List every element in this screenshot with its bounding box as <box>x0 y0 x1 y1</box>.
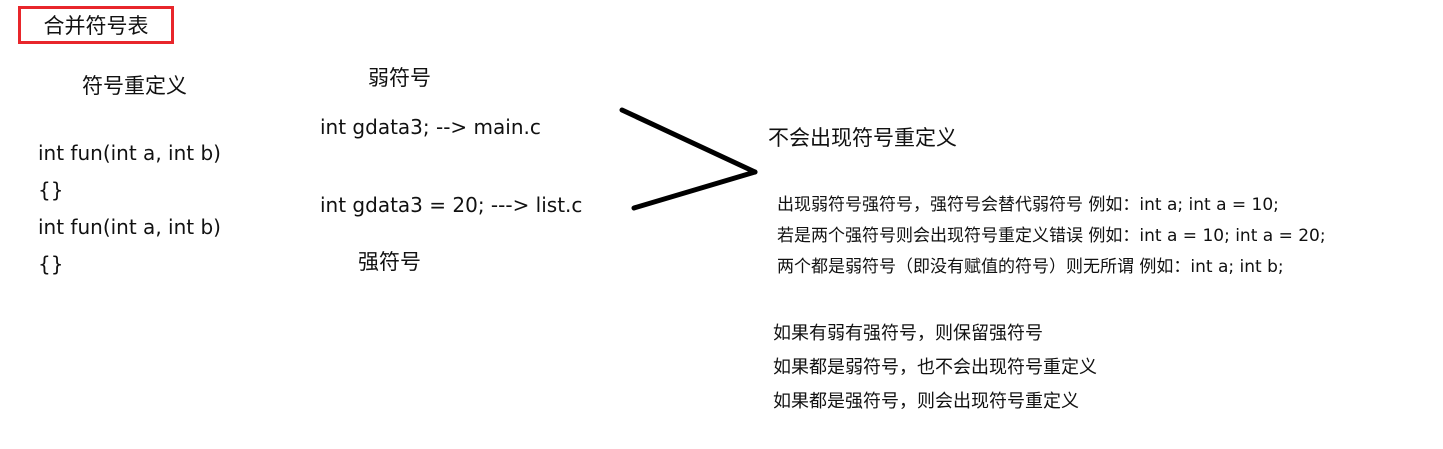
redefinition-code-block: int fun(int a, int b) {} int fun(int a, … <box>38 135 221 283</box>
merge-arrow-lower-line <box>631 169 758 211</box>
note-line: 若是两个强符号则会出现符号重定义错误 例如：int a = 10; int a … <box>777 226 1326 246</box>
title-text: 合并符号表 <box>43 14 149 38</box>
code-line: int fun(int a, int b) <box>38 141 221 165</box>
rule-line: 如果都是弱符号，也不会出现符号重定义 <box>773 357 1097 378</box>
code-line: {} <box>38 178 64 202</box>
code-line: {} <box>38 252 64 276</box>
strong-symbol-label: 强符号 <box>358 250 421 274</box>
title-box: 合并符号表 <box>18 6 174 44</box>
merge-arrow-upper-line <box>619 107 758 175</box>
rule-line: 如果都是强符号，则会出现符号重定义 <box>773 391 1079 412</box>
rules-block: 如果有弱有强符号，则保留强符号 如果都是弱符号，也不会出现符号重定义 如果都是强… <box>773 317 1097 419</box>
left-heading: 符号重定义 <box>82 74 187 98</box>
notes-block: 出现弱符号强符号，强符号会替代弱符号 例如：int a; int a = 10;… <box>777 190 1326 283</box>
strong-symbol-code: int gdata3 = 20; ---> list.c <box>320 193 583 217</box>
conclusion-text: 不会出现符号重定义 <box>768 126 957 150</box>
weak-symbol-label: 弱符号 <box>368 66 431 90</box>
weak-symbol-code: int gdata3; --> main.c <box>320 115 541 139</box>
code-line: int fun(int a, int b) <box>38 215 221 239</box>
note-line: 两个都是弱符号（即没有赋值的符号）则无所谓 例如：int a; int b; <box>777 257 1284 277</box>
note-line: 出现弱符号强符号，强符号会替代弱符号 例如：int a; int a = 10; <box>777 195 1279 215</box>
rule-line: 如果有弱有强符号，则保留强符号 <box>773 323 1043 344</box>
